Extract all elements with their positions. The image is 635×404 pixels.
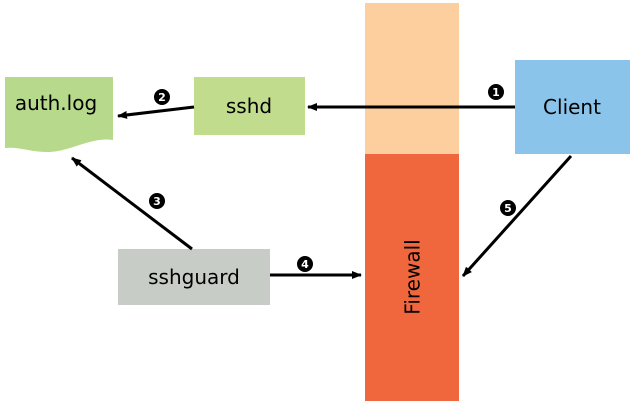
firewall-bottom bbox=[365, 154, 459, 401]
svg-text:1: 1 bbox=[492, 86, 500, 99]
firewall-label: Firewall bbox=[401, 239, 425, 314]
auth-log-shape bbox=[5, 77, 113, 153]
svg-text:5: 5 bbox=[504, 202, 512, 215]
sshd-node: sshd bbox=[194, 77, 305, 135]
sshd-label: sshd bbox=[226, 94, 272, 118]
sshd-box bbox=[194, 77, 305, 135]
sshguard-label: sshguard bbox=[148, 265, 240, 289]
auth-log-node: auth.log bbox=[5, 77, 113, 153]
sshguard-node: sshguard bbox=[118, 249, 270, 305]
svg-text:2: 2 bbox=[158, 91, 166, 104]
sshguard-box bbox=[118, 249, 270, 305]
step-4-badge: 4 bbox=[297, 256, 313, 272]
arrow-client-to-firewall bbox=[461, 154, 573, 278]
svg-text:3: 3 bbox=[153, 195, 161, 208]
step-3-badge: 3 bbox=[149, 193, 165, 209]
client-label: Client bbox=[543, 95, 601, 119]
client-node: Client bbox=[515, 60, 630, 154]
firewall-top bbox=[365, 3, 459, 154]
step-2-badge: 2 bbox=[154, 89, 170, 105]
svg-text:4: 4 bbox=[301, 258, 309, 271]
auth-log-label: auth.log bbox=[15, 91, 97, 115]
firewall: Firewall bbox=[365, 3, 459, 401]
arrow-sshguard-to-authlog bbox=[71, 156, 193, 251]
arrow-sshd-to-authlog bbox=[117, 105, 195, 119]
step-1-badge: 1 bbox=[488, 84, 504, 100]
step-5-badge: 5 bbox=[500, 200, 516, 216]
client-box bbox=[515, 60, 630, 154]
